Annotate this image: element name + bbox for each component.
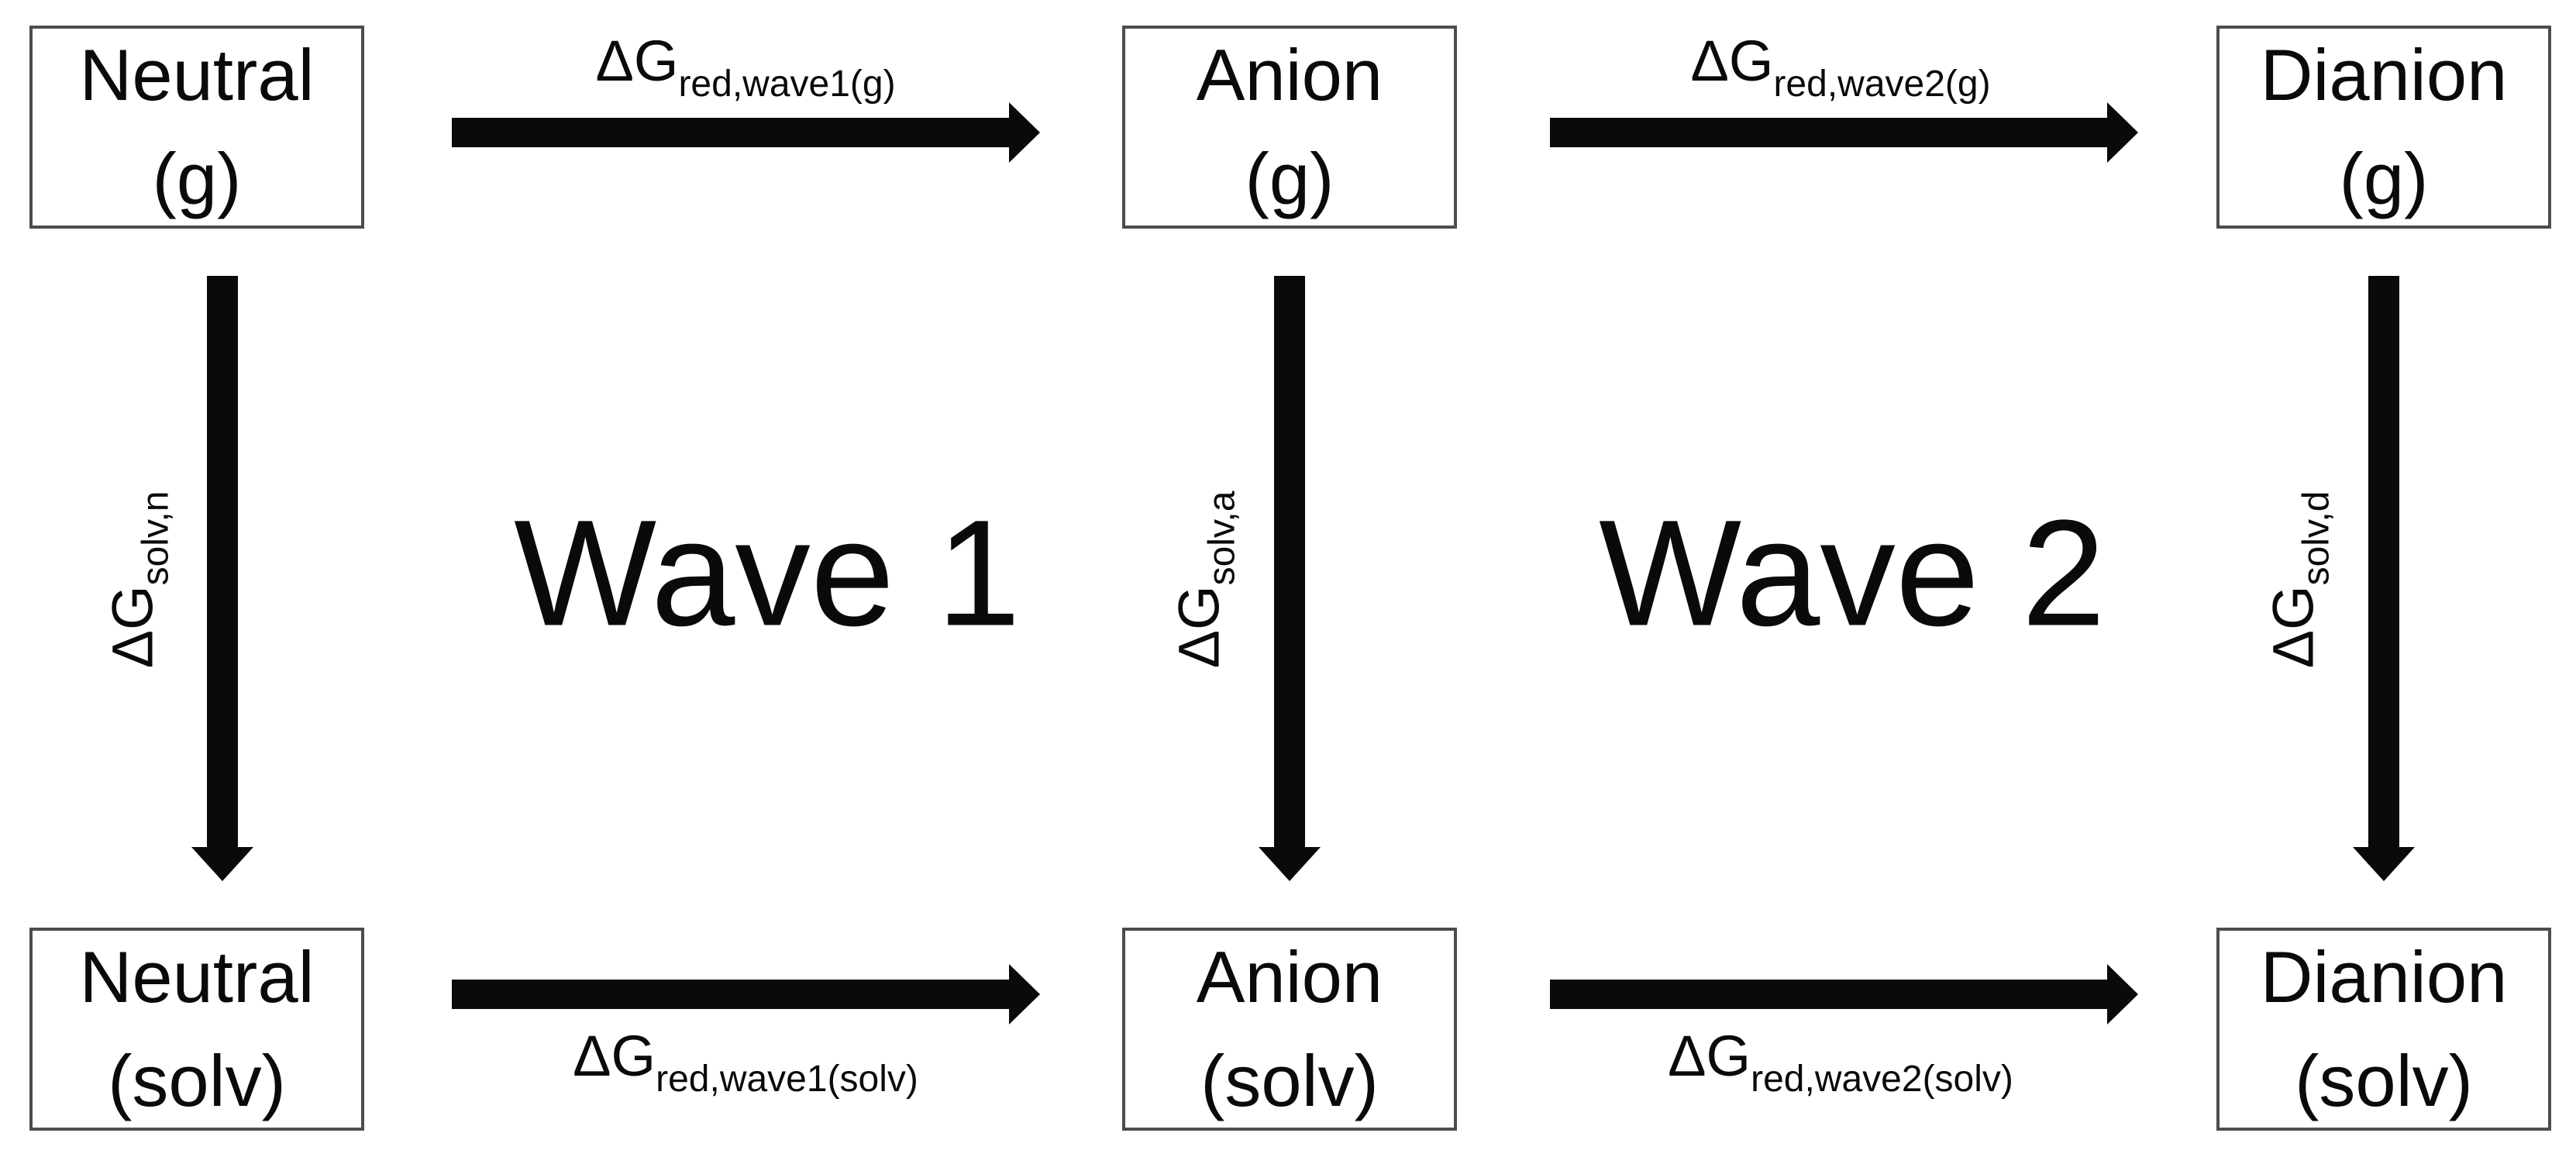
box-label-line2: (solv) xyxy=(108,1040,286,1121)
box-dianion-solv: Dianion (solv) xyxy=(2216,928,2551,1131)
box-neutral-gas: Neutral (g) xyxy=(29,26,364,229)
box-label-line1: Dianion xyxy=(2260,936,2508,1018)
box-label-line2: (solv) xyxy=(1200,1040,1379,1121)
wave2-caption: Wave 2 xyxy=(1599,488,2106,658)
arrow-head xyxy=(2107,964,2138,1025)
arrow-head xyxy=(1009,102,1040,163)
arrow-head xyxy=(1009,964,1040,1025)
box-label-line2: (solv) xyxy=(2295,1040,2473,1121)
box-anion-gas: Anion (g) xyxy=(1122,26,1457,229)
dg-prefix: ΔG xyxy=(2261,585,2326,669)
dg-subscript: red,wave1(g) xyxy=(678,64,896,105)
dg-subscript: solv,n xyxy=(135,491,177,586)
arrow-head xyxy=(2353,847,2415,881)
box-label-line1: Anion xyxy=(1196,34,1383,115)
label-dg-red-wave2-gas: ΔGred,wave2(g) xyxy=(1690,33,1990,103)
dg-subscript: solv,d xyxy=(2295,491,2337,586)
wave1-caption: Wave 1 xyxy=(514,488,1021,658)
arrow-shaft xyxy=(1550,980,2107,1009)
dg-subscript: red,wave1(solv) xyxy=(656,1059,918,1100)
dg-prefix: ΔG xyxy=(100,585,165,669)
box-label-line1: Neutral xyxy=(79,34,315,115)
label-dg-solv-n: ΔGsolv,n xyxy=(101,491,177,669)
arrow-shaft xyxy=(2368,276,2399,847)
label-dg-solv-d: ΔGsolv,d xyxy=(2261,491,2337,669)
box-dianion-gas: Dianion (g) xyxy=(2216,26,2551,229)
arrow-shaft xyxy=(1274,276,1305,847)
box-anion-solv: Anion (solv) xyxy=(1122,928,1457,1131)
dg-prefix: ΔG xyxy=(1690,29,1774,93)
dg-prefix: ΔG xyxy=(1668,1024,1751,1088)
dg-subscript: red,wave2(solv) xyxy=(1751,1059,2013,1100)
box-label-line2: (g) xyxy=(2339,138,2429,219)
label-dg-solv-a: ΔGsolv,a xyxy=(1167,491,1243,669)
arrow-shaft xyxy=(1550,118,2107,147)
dg-prefix: ΔG xyxy=(573,1024,656,1088)
label-dg-red-wave1-gas: ΔGred,wave1(g) xyxy=(595,33,895,103)
box-label-line2: (g) xyxy=(1245,138,1334,219)
box-label-line1: Dianion xyxy=(2260,34,2508,115)
label-dg-red-wave1-solv: ΔGred,wave1(solv) xyxy=(573,1028,918,1098)
box-label-line1: Neutral xyxy=(79,936,315,1018)
arrow-shaft xyxy=(452,118,1009,147)
arrow-head xyxy=(1259,847,1321,881)
arrow-shaft xyxy=(452,980,1009,1009)
label-dg-red-wave2-solv: ΔGred,wave2(solv) xyxy=(1668,1028,2013,1098)
dg-prefix: ΔG xyxy=(595,29,679,93)
box-neutral-solv: Neutral (solv) xyxy=(29,928,364,1131)
dg-prefix: ΔG xyxy=(1166,585,1231,669)
box-label-line1: Anion xyxy=(1196,936,1383,1018)
dg-subscript: red,wave2(g) xyxy=(1773,64,1991,105)
box-label-line2: (g) xyxy=(152,138,242,219)
arrow-head xyxy=(2107,102,2138,163)
arrow-shaft xyxy=(207,276,238,847)
dg-subscript: solv,a xyxy=(1201,491,1243,586)
arrow-head xyxy=(191,847,253,881)
